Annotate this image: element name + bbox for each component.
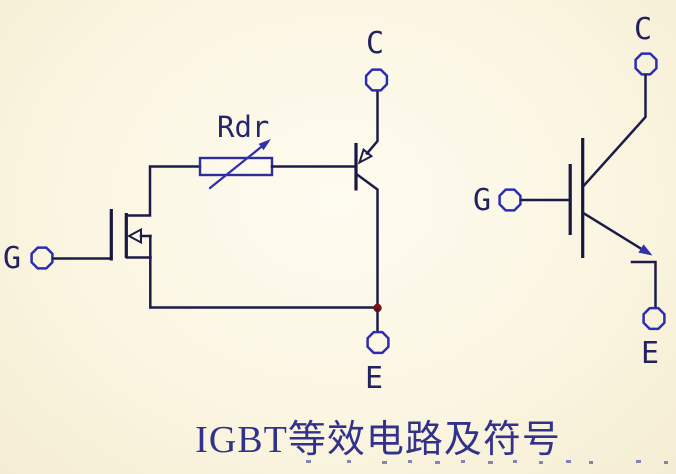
symbol-collector-label: C [634, 12, 652, 47]
collector-label: C [366, 26, 384, 61]
pnp-emitter-arrow-icon [357, 147, 374, 165]
emitter-terminal-icon [366, 330, 390, 355]
pnp-collector-wire [355, 172, 379, 308]
symbol-collector-wire [581, 74, 647, 188]
pnp-emitter-wire [365, 90, 379, 156]
mosfet-body-arrow-icon [126, 227, 142, 245]
resistor-arrow-head-icon [258, 139, 271, 151]
collector-terminal-icon [364, 68, 389, 92]
gate-label: G [3, 241, 21, 276]
symbol-emitter-arrow-icon [638, 244, 653, 256]
emitter-label: E [365, 361, 383, 396]
junction-dot [373, 303, 382, 313]
symbol-gate-label: G [473, 183, 491, 218]
symbol-emitter-wire [582, 211, 642, 250]
rdr-label: Rdr [217, 110, 269, 144]
symbol-emitter-lead-wire [630, 260, 657, 309]
mosfet-symbol [109, 165, 379, 309]
diagram-caption: IGBT等效电路及符号 [195, 419, 561, 461]
mosfet-drain-wire [125, 165, 202, 217]
bottom-rail-wire [149, 234, 379, 309]
resistor-variable-arrow [208, 144, 265, 190]
symbol-gate-terminal-icon [498, 188, 522, 212]
symbol-emitter-label: E [641, 336, 659, 371]
igbt-symbol: C G E [473, 12, 666, 371]
symbol-emitter-terminal-icon [642, 306, 666, 331]
variable-resistor-rdr: Rdr [198, 110, 356, 190]
pnp-transistor-symbol [354, 90, 379, 308]
symbol-collector-terminal-icon [634, 52, 658, 76]
cropped-text-artifacts [306, 460, 668, 464]
gate-terminal-icon [30, 246, 54, 270]
equivalent-circuit: G Rdr [3, 26, 390, 396]
